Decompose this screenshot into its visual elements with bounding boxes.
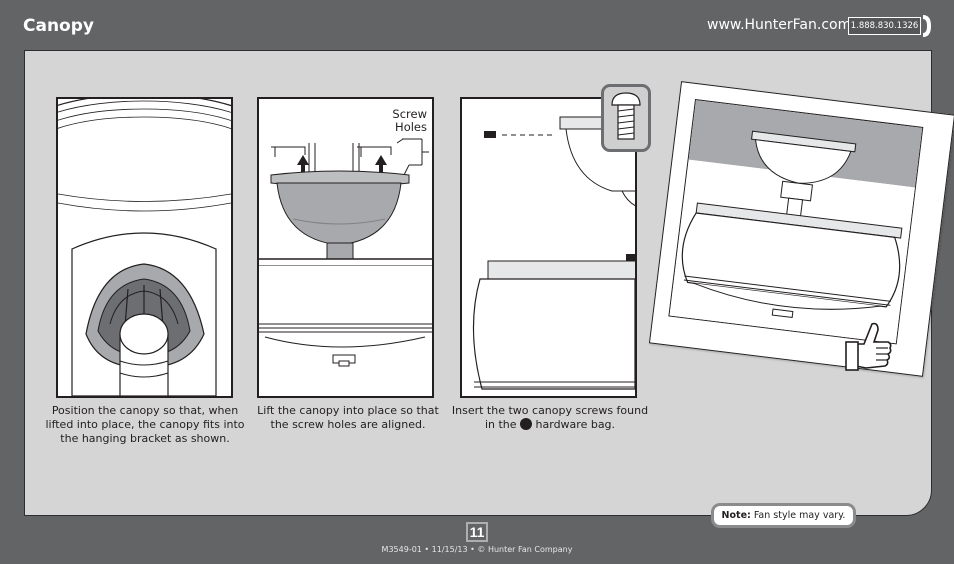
note-text: Fan style may vary.	[753, 510, 846, 521]
hardware-bag-dot-icon	[520, 418, 533, 430]
finished-canopy-drawing	[669, 100, 924, 345]
note-label: Note:	[721, 510, 751, 521]
screw-holes-label: Screw Holes	[392, 107, 427, 134]
step-2-caption: Lift the canopy into place so that the s…	[257, 404, 439, 431]
website-link[interactable]: www.HunterFan.com	[707, 17, 852, 33]
canopy-bracket-drawing	[58, 99, 231, 396]
note-box: Note: Fan style may vary.	[711, 503, 856, 528]
finished-fan-photo	[648, 81, 954, 377]
step-1-illustration	[56, 97, 233, 398]
step-3-caption: Insert the two canopy screws found in th…	[450, 404, 650, 432]
step-3-caption-start: Insert the two canopy screws found in th…	[451, 404, 649, 431]
step-3-caption-end: hardware bag.	[535, 418, 616, 431]
page-number: 11	[466, 522, 488, 542]
screw-icon	[611, 92, 641, 140]
thumbs-up-icon	[845, 322, 892, 371]
footer-text: M3549-01 • 11/15/13 • © Hunter Fan Compa…	[381, 545, 573, 554]
screw-detail-badge	[601, 84, 651, 152]
canopy-lift-drawing	[259, 99, 432, 396]
phone-handset-icon	[923, 15, 931, 37]
step-1-caption: Position the canopy so that, when lifted…	[45, 404, 245, 445]
finished-fan-image	[668, 98, 924, 345]
step-2-illustration	[257, 97, 434, 398]
page-title: Canopy	[23, 16, 94, 36]
phone-number-box: 1.888.830.1326	[848, 17, 921, 35]
